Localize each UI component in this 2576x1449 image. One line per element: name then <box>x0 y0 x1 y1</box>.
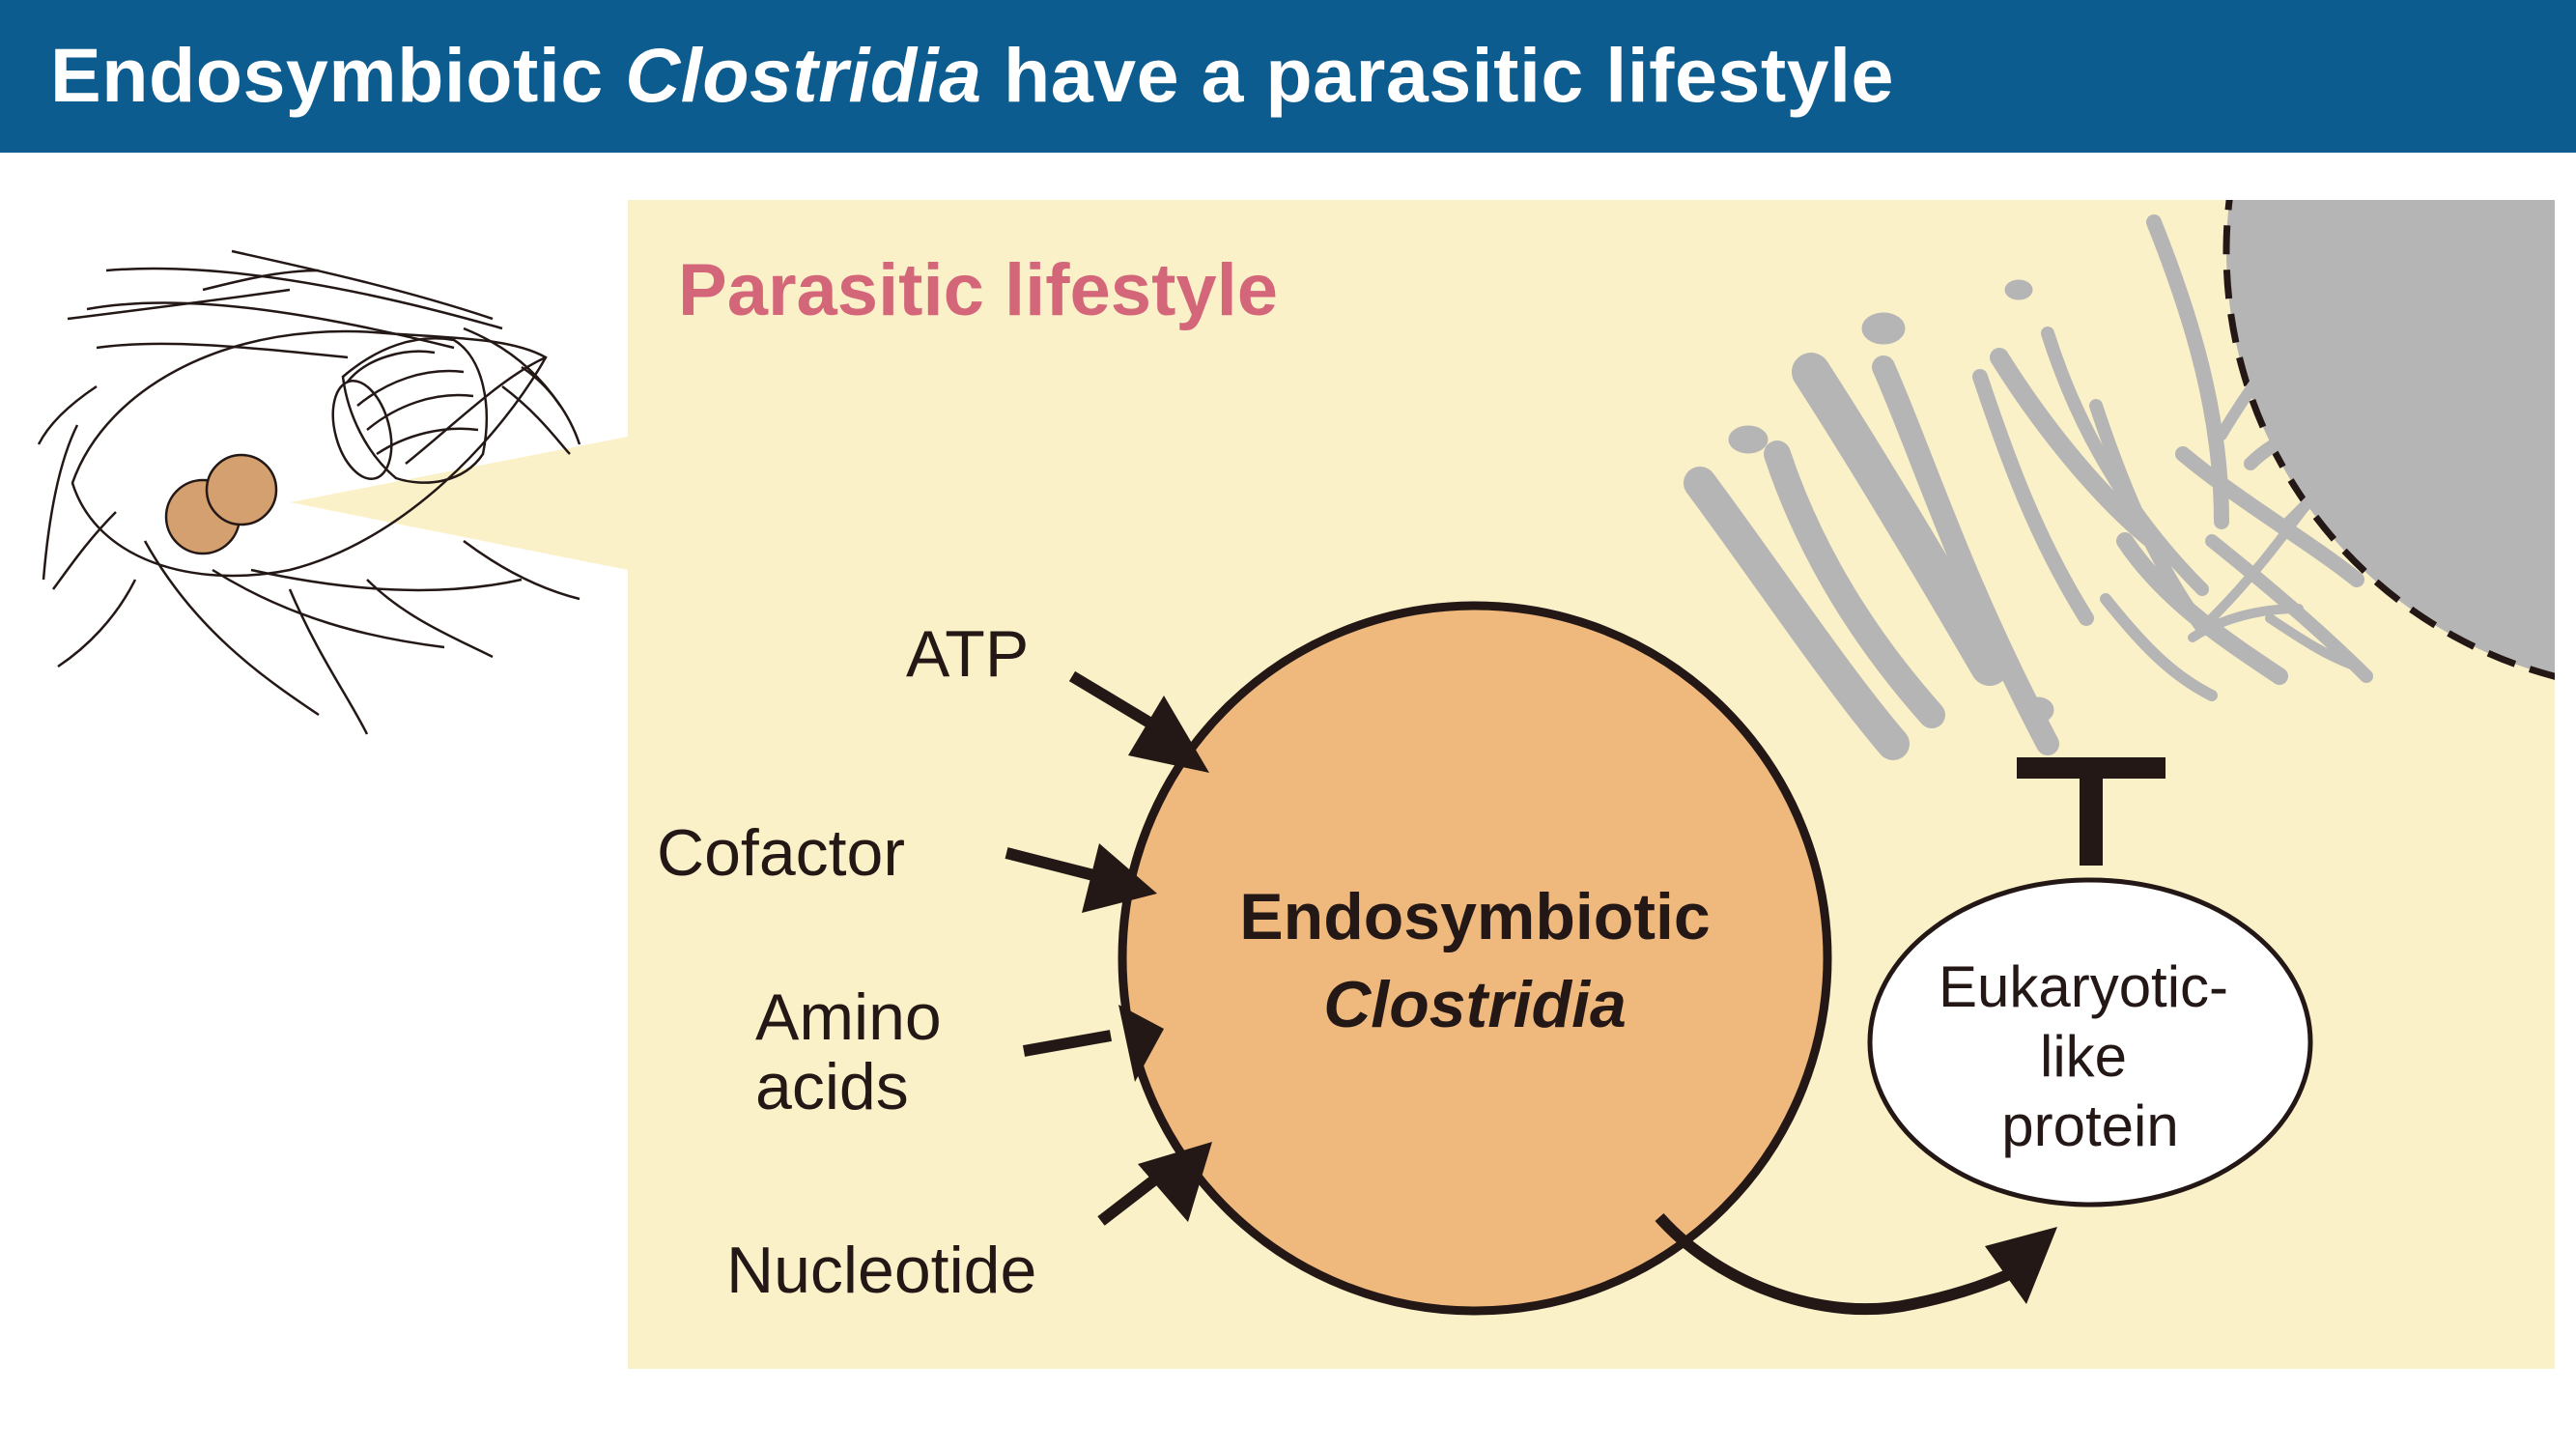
protein-label-line1: Eukaryotic- <box>1939 954 2228 1019</box>
input-label-amino: Amino <box>755 980 942 1054</box>
page-title: Endosymbiotic Clostridia have a parasiti… <box>50 31 1894 120</box>
symbiont-label-line2: Clostridia <box>1323 968 1627 1041</box>
callout-pointer <box>290 437 628 570</box>
title-prefix: Endosymbiotic <box>50 32 626 118</box>
panel-heading: Parasitic lifestyle <box>678 249 1278 331</box>
protein-label-line3: protein <box>2001 1094 2178 1158</box>
symbiont-label-line1: Endosymbiotic <box>1239 880 1710 953</box>
protist-symbionts-icon <box>164 453 278 555</box>
symbiont-circle <box>1118 601 1832 1316</box>
protist-illustration-icon <box>37 249 581 735</box>
amino-acids-arrow <box>1022 1005 1164 1082</box>
host-structures-icon <box>1684 214 2373 760</box>
input-label-atp: ATP <box>906 617 1029 691</box>
title-suffix: have a parasitic lifestyle <box>981 32 1894 118</box>
input-label-cofactor: Cofactor <box>657 816 905 890</box>
protein-ellipse <box>1867 877 2313 1208</box>
cofactor-arrow <box>1005 843 1157 913</box>
inhibition-symbol-icon <box>2017 757 2166 866</box>
input-label-acids: acids <box>755 1050 909 1123</box>
input-arrows <box>1005 670 1212 1226</box>
nucleotide-arrow <box>1097 1142 1212 1226</box>
input-label-nucleotide: Nucleotide <box>726 1234 1036 1307</box>
atp-arrow <box>1068 670 1209 773</box>
title-bar: Endosymbiotic Clostridia have a parasiti… <box>0 0 2576 153</box>
protein-label-line2: like <box>2040 1024 2127 1089</box>
title-italic: Clostridia <box>625 32 982 118</box>
secretion-arrow <box>1655 1213 2057 1316</box>
